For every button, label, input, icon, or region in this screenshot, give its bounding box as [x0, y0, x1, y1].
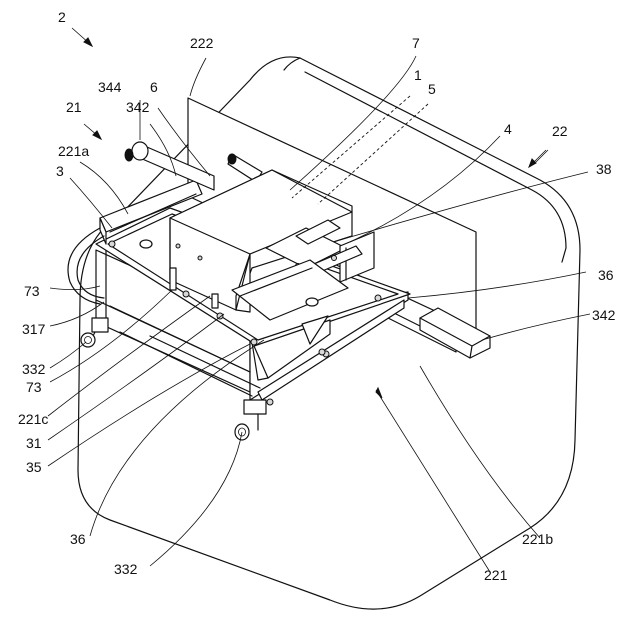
label-21: 21 — [66, 99, 82, 115]
label-332-bottom: 332 — [114, 561, 138, 577]
label-36-bottom: 36 — [70, 531, 86, 547]
label-1: 1 — [414, 67, 422, 83]
label-31: 31 — [26, 435, 42, 451]
label-6: 6 — [150, 79, 158, 95]
label-73-top: 73 — [24, 283, 40, 299]
label-221a: 221a — [58, 143, 89, 159]
label-36-right: 36 — [598, 267, 614, 283]
label-344: 344 — [98, 79, 122, 95]
label-332-left: 332 — [22, 361, 46, 377]
label-5: 5 — [428, 81, 436, 97]
label-35: 35 — [26, 459, 42, 475]
label-73-bottom: 73 — [26, 379, 42, 395]
label-222: 222 — [190, 35, 214, 51]
label-221b: 221b — [522, 531, 553, 547]
label-7: 7 — [412, 35, 420, 51]
label-221: 221 — [484, 567, 508, 583]
label-342-top: 342 — [126, 99, 150, 115]
label-22: 22 — [552, 123, 568, 139]
label-317: 317 — [22, 321, 46, 337]
label-2: 2 — [58, 9, 66, 25]
label-342-right: 342 — [592, 307, 616, 323]
label-38: 38 — [596, 161, 612, 177]
label-4: 4 — [504, 121, 512, 137]
label-3: 3 — [56, 163, 64, 179]
label-221c: 221c — [18, 411, 48, 427]
